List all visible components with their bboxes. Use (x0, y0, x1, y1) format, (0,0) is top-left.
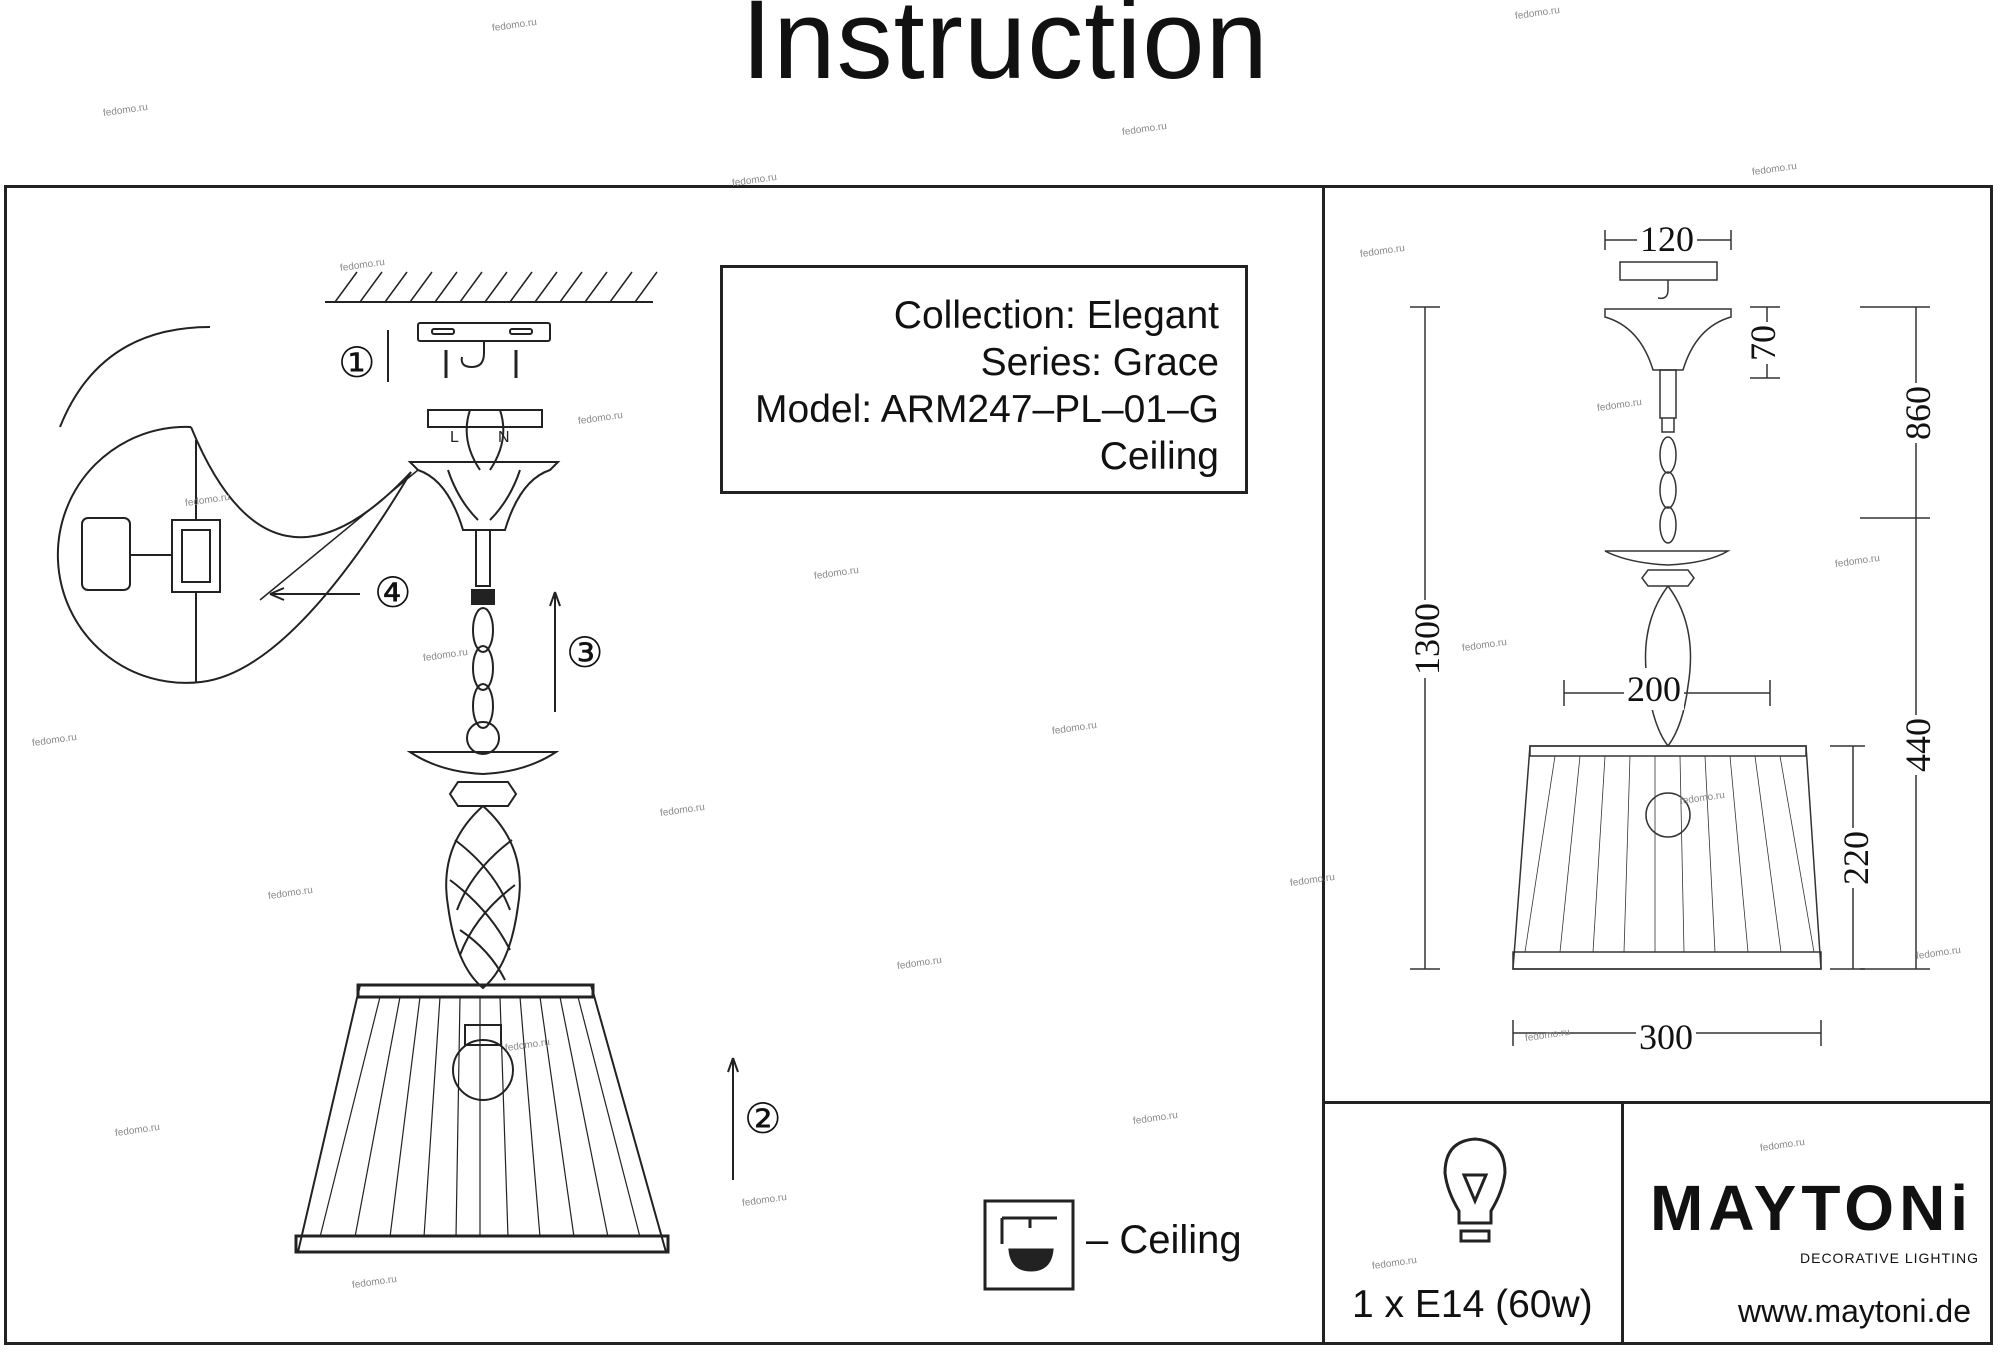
dimension-drawing (1410, 230, 1930, 1046)
wiring-detail (56, 326, 419, 684)
neutral-label: N (498, 429, 510, 446)
step-4: ④ (374, 571, 412, 617)
bulb-spec: 1 x E14 (60w) (1352, 1283, 1593, 1326)
dim-canopy-height: 70 (1742, 322, 1784, 364)
step-1: ① (338, 341, 376, 387)
bulb (452, 1039, 514, 1101)
ceiling-mount-icon (983, 1199, 1075, 1291)
brand-tagline: DECORATIVE LIGHTING (1800, 1250, 1979, 1266)
divider (1322, 1101, 1993, 1104)
lamp-shade (294, 983, 670, 1254)
step-3: ③ (566, 631, 604, 677)
rod (475, 529, 491, 587)
chain-coupler (471, 589, 495, 605)
chain (466, 607, 500, 755)
bulb-icon (1443, 1137, 1507, 1243)
arrow-2 (727, 1057, 739, 1180)
canopy (407, 409, 561, 531)
crystal (448, 781, 518, 807)
arrow-4 (269, 587, 360, 601)
divider (1322, 185, 1325, 1345)
dim-shade-bottom: 300 (1636, 1016, 1696, 1058)
twisted-stem (445, 805, 521, 990)
bowl (406, 751, 560, 776)
page-title: Instruction (741, 0, 1269, 102)
dim-shade-top: 200 (1624, 668, 1684, 710)
series-label: Series: Grace (980, 341, 1219, 384)
mount-type-label: Ceiling (1099, 435, 1219, 478)
dim-lower-height: 440 (1897, 715, 1939, 775)
dim-shade-height: 220 (1835, 828, 1877, 888)
brand-website: www.maytoni.de (1738, 1293, 1971, 1329)
arrow-3 (549, 591, 561, 712)
model-label: Model: ARM247–PL–01–G (755, 388, 1219, 431)
divider (1621, 1101, 1624, 1345)
watermark: fedomo.ru (1514, 4, 1561, 23)
ceiling-hatch (334, 271, 658, 303)
dim-chain-length: 860 (1897, 383, 1939, 443)
dim-canopy-width: 120 (1637, 218, 1697, 260)
mounting-bracket (417, 322, 551, 378)
collection-label: Collection: Elegant (893, 294, 1219, 337)
dim-total-height: 1300 (1406, 600, 1448, 678)
ceiling-legend-label: – Ceiling (1086, 1218, 1242, 1262)
brand-logo: MAYTONi (1650, 1172, 1974, 1244)
watermark: fedomo.ru (1751, 160, 1798, 179)
assembly-drawing: L N (56, 271, 1075, 1291)
product-info-box: Collection: Elegant Series: Grace Model:… (720, 265, 1248, 494)
step-2: ② (744, 1097, 782, 1143)
instruction-frame (4, 185, 1993, 1345)
live-label: L (450, 429, 459, 446)
